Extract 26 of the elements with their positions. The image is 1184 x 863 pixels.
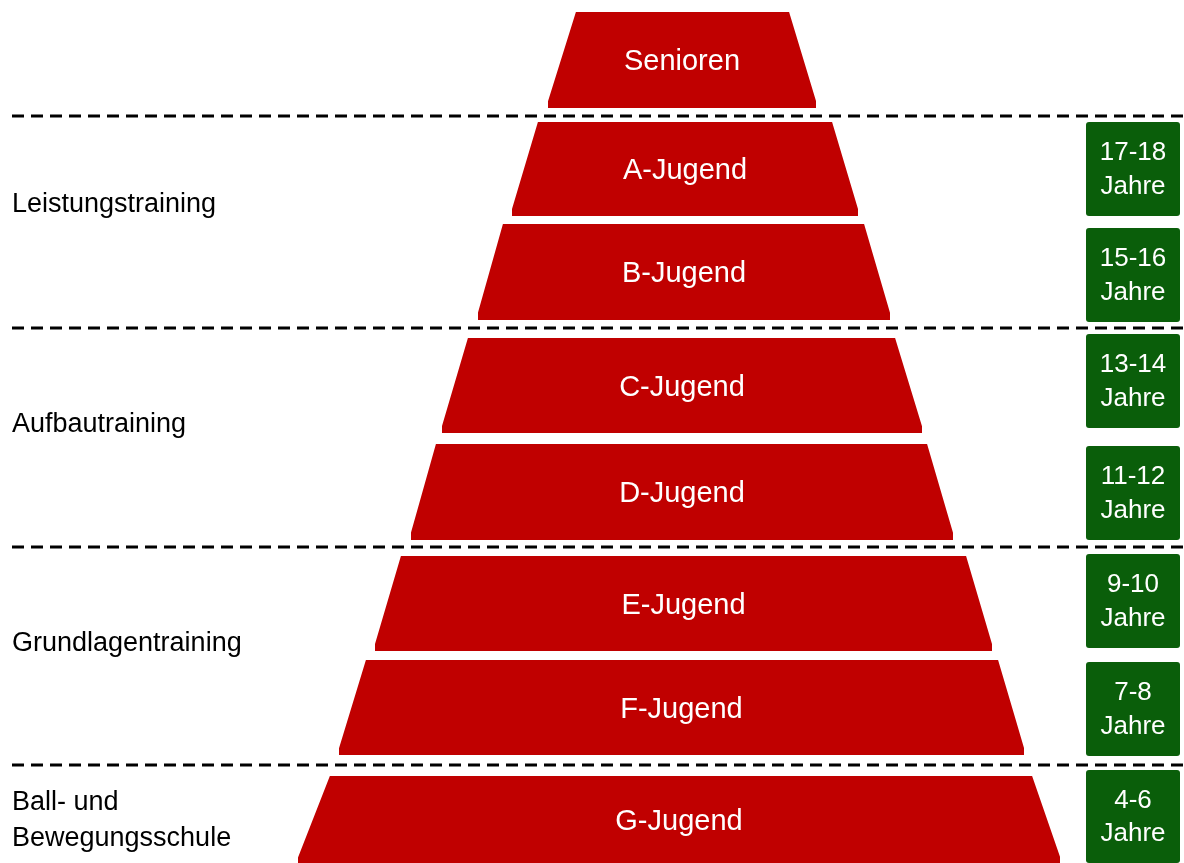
phase-label: Ball- und Bewegungsschule	[12, 785, 233, 855]
age-label: 7-8 Jahre	[1099, 675, 1167, 742]
age-box	[1086, 662, 1180, 756]
phase-label: Aufbautraining	[12, 407, 187, 440]
age-box	[1086, 554, 1180, 648]
age-label: 15-16 Jahre	[1098, 241, 1168, 308]
age-label: 13-14 Jahre	[1098, 347, 1168, 414]
age-box	[1086, 446, 1180, 540]
level-label: D-Jugend	[618, 475, 746, 509]
level-label: A-Jugend	[621, 152, 749, 186]
age-box	[1086, 122, 1180, 216]
level-label: Senioren	[622, 43, 742, 77]
age-label: 11-12 Jahre	[1099, 459, 1167, 526]
level-label: E-Jugend	[620, 587, 747, 620]
level-label: C-Jugend	[618, 369, 746, 402]
phase-label: Leistungstraining	[12, 187, 217, 220]
age-label: 4-6 Jahre	[1099, 782, 1167, 850]
age-box	[1086, 770, 1180, 863]
phase-label: Grundlagentraining	[12, 626, 242, 659]
age-box	[1086, 228, 1180, 322]
level-label: G-Jugend	[614, 803, 744, 836]
age-label: 9-10 Jahre	[1099, 567, 1167, 634]
age-box	[1086, 334, 1180, 428]
age-label: 17-18 Jahre	[1098, 135, 1168, 202]
level-label: B-Jugend	[620, 255, 748, 289]
level-label: F-Jugend	[619, 691, 744, 724]
